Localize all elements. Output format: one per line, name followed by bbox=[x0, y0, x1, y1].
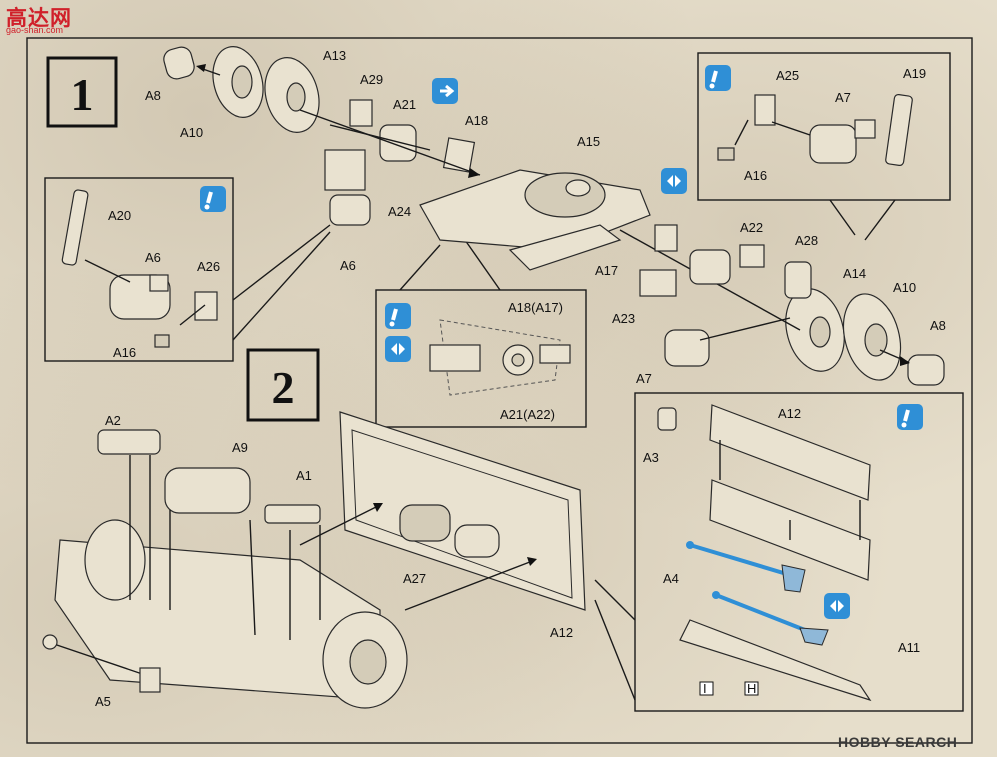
center-detail-drawing bbox=[429, 319, 571, 396]
part-label: A18 bbox=[465, 113, 488, 128]
part-label: A10 bbox=[893, 280, 916, 295]
part-label: A9 bbox=[232, 440, 248, 455]
part-label: A13 bbox=[323, 48, 346, 63]
watermark-url: gao-shan.com bbox=[6, 25, 64, 35]
part-label: A20 bbox=[108, 208, 131, 223]
part-label: A8 bbox=[930, 318, 946, 333]
inset-left-parts bbox=[61, 189, 218, 348]
exclaim-icon bbox=[200, 186, 226, 212]
left-shaft-parts bbox=[299, 99, 481, 226]
part-label: A8 bbox=[145, 88, 161, 103]
watermark-hobbysearch: HOBBY SEARCH bbox=[838, 734, 958, 750]
info-icons bbox=[200, 65, 923, 619]
part-label: A21 bbox=[393, 97, 416, 112]
right-hub-assembly bbox=[785, 288, 945, 386]
part-label: A15 bbox=[577, 134, 600, 149]
part-label: A23 bbox=[612, 311, 635, 326]
inset-left bbox=[44, 177, 234, 362]
part-label: A7 bbox=[835, 90, 851, 105]
inset-br-parts bbox=[657, 404, 872, 702]
inset-top-right bbox=[697, 52, 951, 201]
step-2-box: 2 bbox=[246, 348, 320, 422]
part-label: A19 bbox=[903, 66, 926, 81]
part-label: A5 bbox=[95, 694, 111, 709]
part-label: A10 bbox=[180, 125, 203, 140]
part-label: A1 bbox=[296, 468, 312, 483]
part-label: A12 bbox=[778, 406, 801, 421]
right-shaft-parts bbox=[619, 224, 812, 367]
swap-icon bbox=[661, 168, 687, 194]
exclaim-icon bbox=[705, 65, 731, 91]
part-label: A22 bbox=[740, 220, 763, 235]
inset-tr-parts bbox=[717, 94, 913, 166]
step-1-box: 1 bbox=[46, 56, 118, 128]
detail-label-a18: A18(A17) bbox=[508, 300, 563, 315]
exclaim-icon bbox=[897, 404, 923, 430]
step2-part-labels: A2 A9 A1 A27 A12 A5 A3 A12 A4 A11 I H bbox=[95, 406, 920, 709]
part-label: A25 bbox=[776, 68, 799, 83]
part-label: A4 bbox=[663, 571, 679, 586]
part-label: A24 bbox=[388, 204, 411, 219]
part-label: A16 bbox=[744, 168, 767, 183]
part-label: A17 bbox=[595, 263, 618, 278]
exclaim-icon bbox=[432, 78, 458, 104]
detail-label-a21: A21(A22) bbox=[500, 407, 555, 422]
left-hub-assembly bbox=[163, 46, 320, 133]
axle-beam bbox=[419, 137, 651, 271]
watermark-logo: 高达网 bbox=[6, 7, 72, 30]
main-frame bbox=[26, 37, 973, 744]
chassis-assembly bbox=[42, 429, 537, 709]
part-label: A11 bbox=[898, 640, 920, 655]
part-label: A2 bbox=[105, 413, 121, 428]
inset-center-detail bbox=[375, 289, 587, 428]
part-marker: H bbox=[747, 681, 756, 696]
part-marker: I bbox=[703, 681, 707, 696]
part-label: A26 bbox=[197, 259, 220, 274]
exclaim-icon bbox=[385, 303, 411, 329]
frame-plate-a12 bbox=[339, 411, 586, 611]
part-label: A14 bbox=[843, 266, 866, 281]
step1-part-labels: A8 A10 A13 A29 A21 A18 A15 A24 A6 A22 A2… bbox=[108, 48, 946, 422]
part-label: A6 bbox=[145, 250, 161, 265]
step-1-number: 1 bbox=[71, 69, 94, 120]
step-2-number: 2 bbox=[272, 362, 295, 413]
part-label: A7 bbox=[636, 371, 652, 386]
part-label: A6 bbox=[340, 258, 356, 273]
part-label: A28 bbox=[795, 233, 818, 248]
part-label: A29 bbox=[360, 72, 383, 87]
swap-icon bbox=[824, 593, 850, 619]
swap-icon bbox=[385, 336, 411, 362]
part-label: A12 bbox=[550, 625, 573, 640]
inset-bottom-right bbox=[634, 392, 964, 712]
part-label: A3 bbox=[643, 450, 659, 465]
part-label: A16 bbox=[113, 345, 136, 360]
part-label: A27 bbox=[403, 571, 426, 586]
